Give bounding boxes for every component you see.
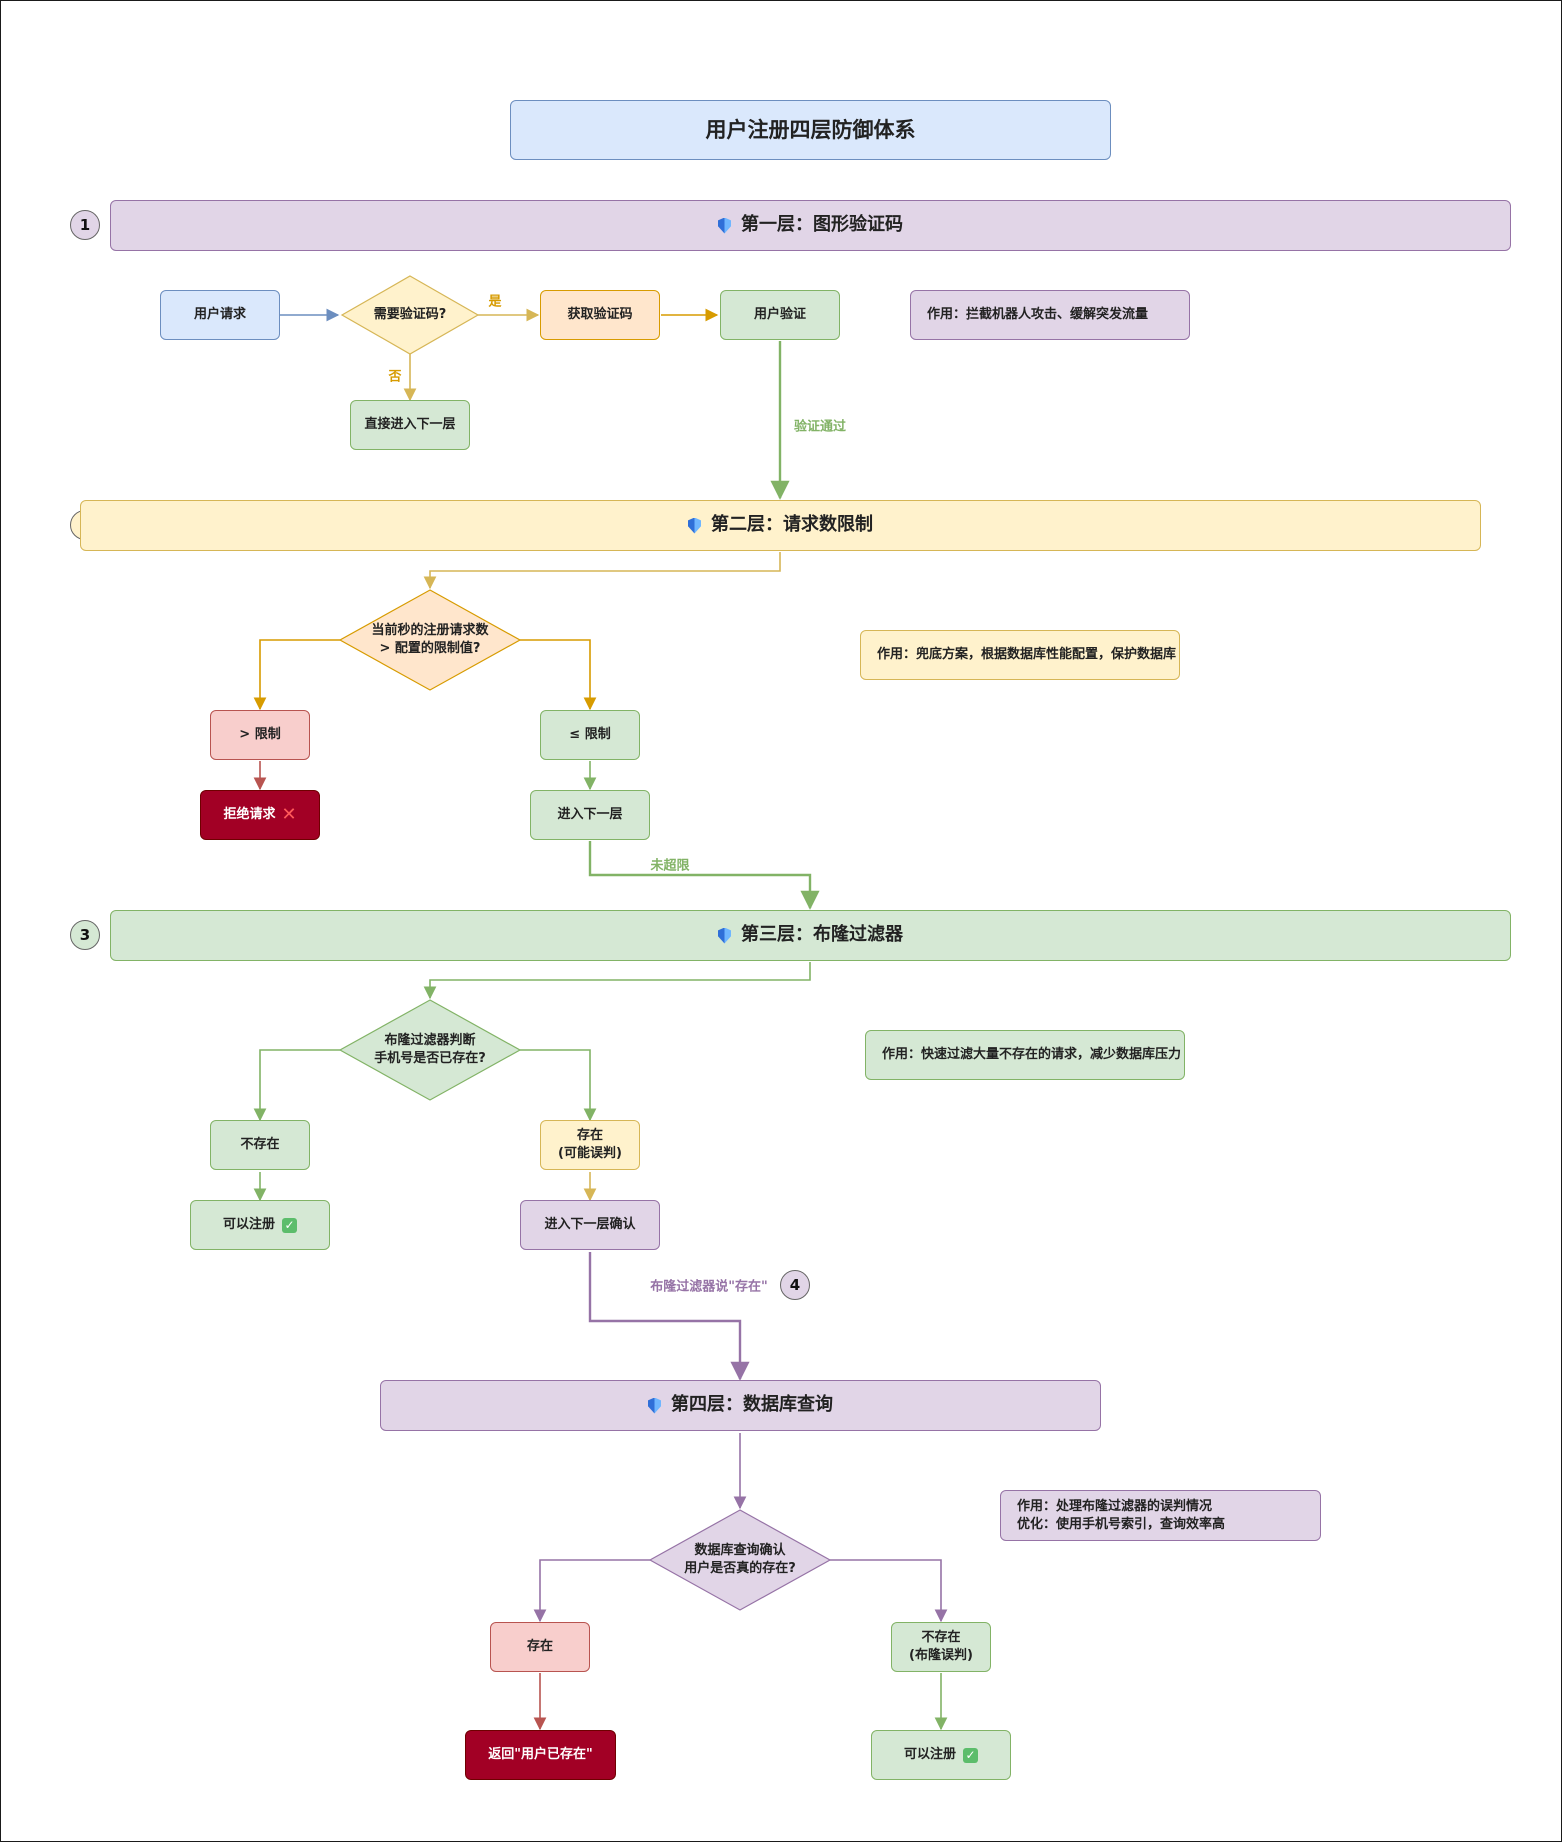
check-mark-icon: ✓: [963, 1747, 978, 1763]
verified-label: 验证通过: [793, 419, 847, 435]
diagram-title: 用户注册四层防御体系: [510, 100, 1111, 160]
layer-3-badge: 3: [70, 920, 100, 950]
shield-icon: [718, 217, 731, 234]
layer-3-can-register-label: 可以注册: [222, 1217, 275, 1233]
layer-4-note: 作用：处理布隆过滤器的误判情况 优化：使用手机号索引，查询效率高: [1000, 1490, 1321, 1541]
layer-4-bar: 第四层：数据库查询: [380, 1380, 1101, 1431]
db-not-exist-node: 不存在 (布隆误判): [891, 1622, 991, 1672]
not-exceeded-label: 未超限: [650, 858, 690, 874]
get-captcha-node: 获取验证码: [540, 290, 660, 340]
no-label: 否: [388, 369, 402, 385]
layer-2-bar: 第二层：请求数限制: [80, 500, 1481, 551]
edge-db-not-exist: [830, 1559, 948, 1623]
need-captcha-decision-label: 需要验证码?: [373, 307, 447, 323]
shield-icon: [648, 1397, 661, 1414]
edge-layer3-to-decision: [423, 962, 811, 1000]
bloom-says-exist-label: 布隆过滤器说"存在": [650, 1279, 768, 1295]
layer-1-note: 作用：拦截机器人攻击、缓解突发流量: [910, 290, 1190, 340]
shield-icon: [688, 517, 701, 534]
yes-label: 是: [488, 294, 502, 310]
return-user-exists-node: 返回"用户已存在": [465, 1730, 616, 1780]
edge-bloom-says-exist: [588, 1252, 750, 1381]
layer-3-note: 作用：快速过滤大量不存在的请求，减少数据库压力: [865, 1030, 1185, 1080]
check-mark-icon: ✓: [282, 1217, 297, 1233]
diamond-rate-limit: [338, 589, 522, 691]
layer-1-label: 第一层：图形验证码: [741, 214, 903, 236]
db-exist-node: 存在: [490, 1622, 590, 1672]
diamond-bloom-check: [338, 999, 522, 1101]
edge-bloom-not-exist: [253, 1049, 340, 1122]
layer-1-bar: 第一层：图形验证码: [110, 200, 1511, 251]
edge-layer2-to-decision: [423, 552, 781, 590]
layer-4-badge: 4: [780, 1270, 810, 1300]
edge-not-exceeded: [588, 841, 820, 910]
layer-2-next-node: 进入下一层: [530, 790, 650, 840]
reject-request-label: 拒绝请求: [223, 807, 276, 823]
edge-decision-over: [253, 639, 340, 711]
user-request-node: 用户请求: [160, 290, 280, 340]
reject-request-node: 拒绝请求 ✕: [200, 790, 320, 840]
edge-decision-under: [520, 639, 597, 711]
layer-2-note: 作用：兜底方案，根据数据库性能配置，保护数据库: [860, 630, 1180, 680]
over-limit-node: > 限制: [210, 710, 310, 760]
bloom-decision-label: 布隆过滤器判断 手机号是否已存在?: [374, 1033, 486, 1066]
layer-4-can-register-label: 可以注册: [903, 1747, 956, 1763]
skip-to-next-layer-node: 直接进入下一层: [350, 400, 470, 450]
edge-db-exist: [533, 1559, 650, 1623]
layer-4-can-register-node: 可以注册 ✓: [871, 1730, 1011, 1780]
cross-mark-icon: ✕: [281, 803, 297, 825]
db-decision-label: 数据库查询确认 用户是否真的存在?: [684, 1543, 796, 1576]
layer-4-label: 第四层：数据库查询: [671, 1394, 833, 1416]
shield-icon: [718, 927, 731, 944]
bloom-exist-node: 存在 (可能误判): [540, 1120, 640, 1170]
bloom-not-exist-node: 不存在: [210, 1120, 310, 1170]
layer-3-label: 第三层：布隆过滤器: [741, 924, 903, 946]
layer-2-label: 第二层：请求数限制: [711, 514, 873, 536]
layer-1-badge: 1: [70, 210, 100, 240]
under-limit-node: ≤ 限制: [540, 710, 640, 760]
diamond-db-check: [648, 1509, 832, 1611]
user-verify-node: 用户验证: [720, 290, 840, 340]
edge-bloom-exist: [520, 1049, 597, 1122]
layer-3-bar: 第三层：布隆过滤器: [110, 910, 1511, 961]
layer-3-can-register-node: 可以注册 ✓: [190, 1200, 330, 1250]
rate-limit-decision-label: 当前秒的注册请求数 > 配置的限制值?: [371, 623, 489, 656]
next-layer-confirm-node: 进入下一层确认: [520, 1200, 660, 1250]
